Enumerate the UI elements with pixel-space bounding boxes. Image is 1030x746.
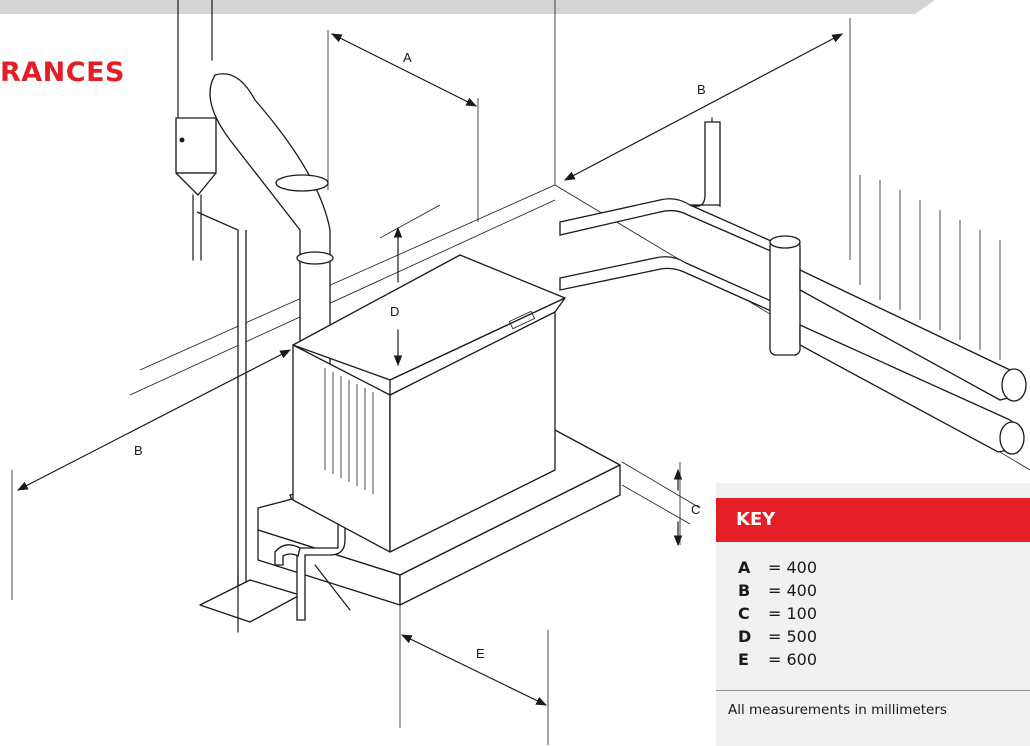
key-title: KEY: [716, 498, 1030, 542]
dimension-arrows: [17, 33, 843, 706]
header-band: [0, 0, 935, 14]
key-letter: A: [738, 558, 751, 577]
dimension-label-d: D: [390, 304, 399, 319]
dimension-label-b-left: B: [134, 443, 143, 458]
key-value: = 400: [768, 558, 818, 577]
key-divider: [716, 690, 1030, 691]
key-item-c: C = 100: [738, 603, 817, 625]
key-panel: KEY A = 400 B = 400 C = 100 D = 500 E = 600 A…: [716, 483, 1030, 746]
key-letter: D: [738, 627, 752, 646]
key-item-d: D = 500: [738, 626, 817, 648]
key-letter: E: [738, 650, 749, 669]
key-letter: B: [738, 581, 751, 600]
key-value: = 500: [768, 627, 818, 646]
vent-grille: [324, 368, 374, 494]
key-item-b: B = 400: [738, 580, 817, 602]
page-title: RANCES: [0, 57, 125, 88]
key-item-a: A = 400: [738, 557, 817, 579]
distribution-manifold: [769, 175, 1027, 455]
key-value: = 400: [768, 581, 818, 600]
key-item-e: E = 600: [738, 649, 817, 671]
key-letter: C: [738, 604, 750, 623]
dimension-label-c: C: [691, 502, 700, 517]
key-footnote: All measurements in millimeters: [728, 702, 947, 718]
key-value: = 100: [768, 604, 818, 623]
dimension-label-e: E: [476, 646, 485, 661]
heating-pipes: [559, 117, 781, 317]
key-value: = 600: [768, 650, 818, 669]
dimension-label-b-top: B: [697, 82, 706, 97]
room-lines: [11, 0, 1030, 745]
gas-meter: [175, 0, 301, 633]
dimension-label-a: A: [403, 50, 412, 65]
boiler-unit: [292, 254, 566, 553]
